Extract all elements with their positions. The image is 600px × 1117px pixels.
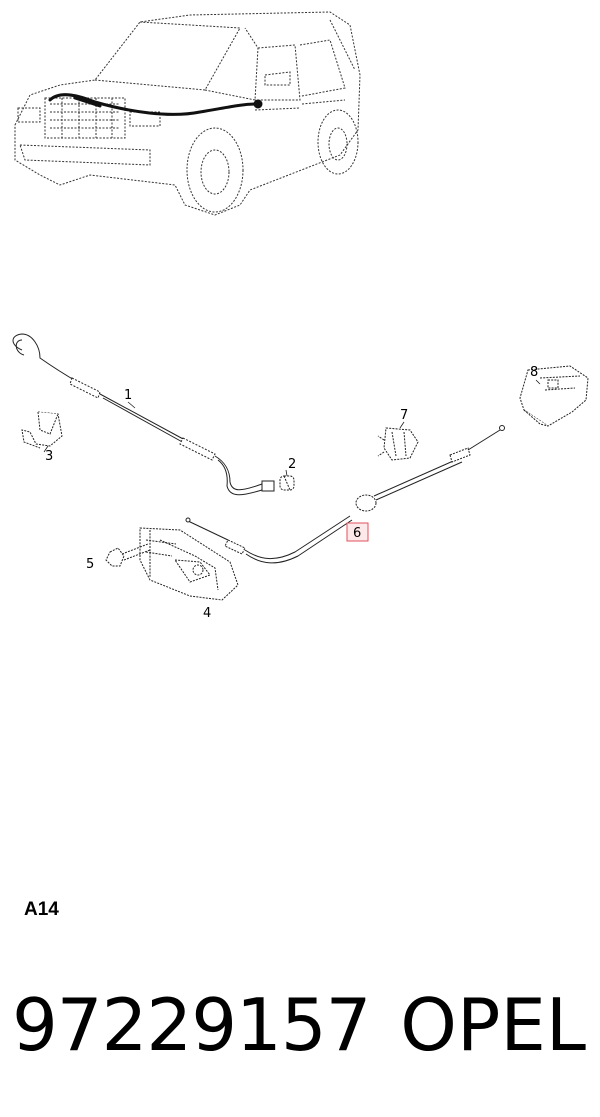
part-5-bolt: [105, 543, 151, 567]
leader-lines: [43, 379, 541, 477]
part-number: 97229157: [12, 983, 371, 1067]
callout-4: 4: [203, 606, 211, 621]
callout-6-highlight: [346, 522, 369, 542]
footer: 97229157 OPEL: [0, 975, 600, 1075]
callout-2: 2: [288, 457, 296, 472]
part-7-clip: [377, 427, 419, 461]
callout-6[interactable]: 6: [353, 526, 361, 541]
callout-1: 1: [124, 388, 132, 403]
part-3-bracket: [21, 411, 63, 449]
part-1-cable: [12, 333, 275, 496]
cable-route-on-vehicle: [48, 93, 263, 116]
brand-name: OPEL: [400, 983, 586, 1067]
callout-5: 5: [86, 557, 94, 572]
callout-8: 8: [530, 365, 538, 380]
part-2-clip: [279, 475, 295, 491]
part-4-latch: [139, 527, 239, 601]
section-code: A14: [24, 899, 59, 920]
callout-3: 3: [45, 449, 53, 464]
part-6-cable: [185, 425, 505, 564]
vehicle-illustration: [14, 11, 361, 216]
callout-7: 7: [400, 408, 408, 423]
parts-diagram: 1 2 3 4 5 6 7 8: [12, 11, 589, 621]
